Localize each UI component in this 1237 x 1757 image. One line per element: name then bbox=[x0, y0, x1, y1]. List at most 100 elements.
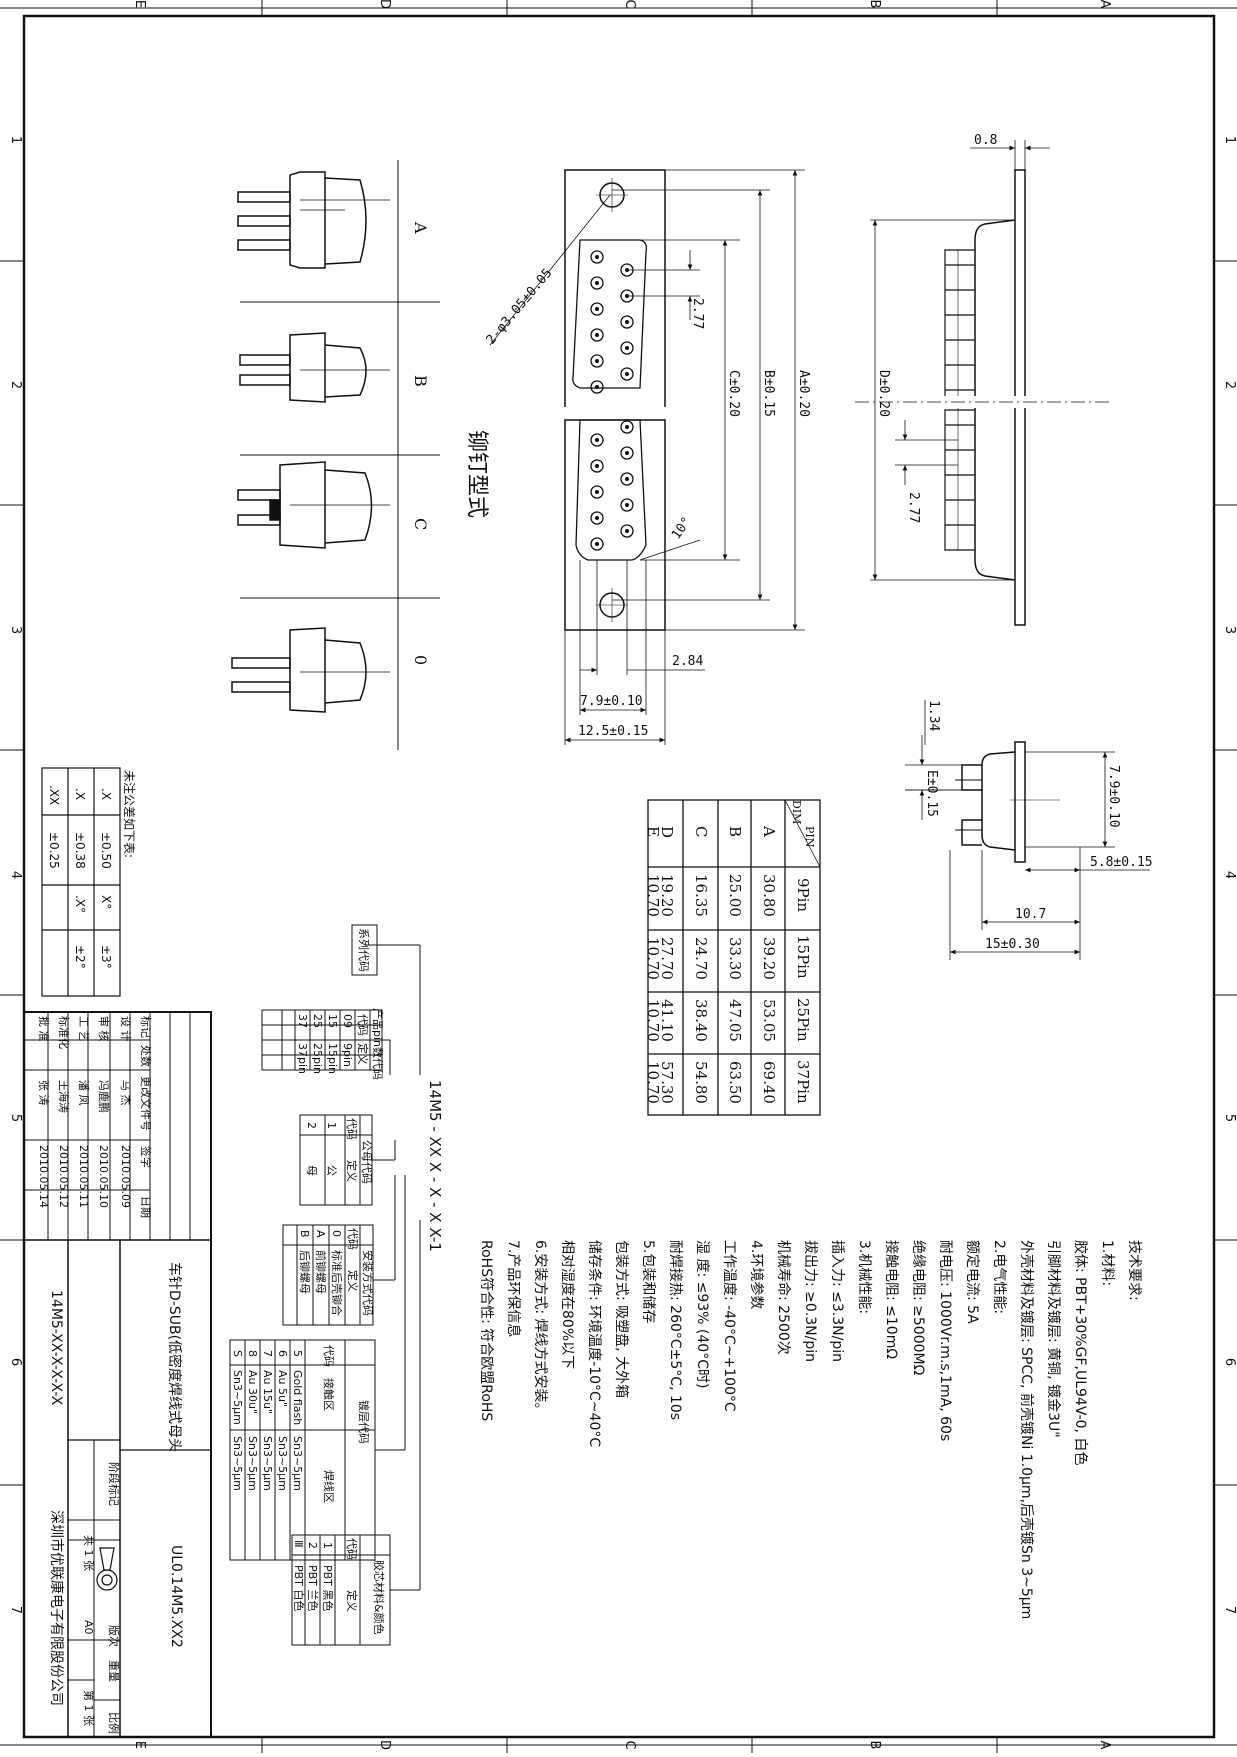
dim-table-cell: 24.70 bbox=[692, 937, 710, 980]
a-dimension: A±0.20 bbox=[796, 370, 811, 417]
pin-grid bbox=[590, 250, 634, 551]
style-label-a: A bbox=[411, 221, 430, 234]
plating-table-cell: Sn3~5μm bbox=[246, 1436, 259, 1491]
front-view bbox=[489, 169, 805, 745]
style-title: 铆钉型式 bbox=[464, 430, 489, 518]
pin-table-header: 代码 bbox=[356, 1014, 369, 1036]
b-dimension: B±0.15 bbox=[761, 370, 776, 417]
dim-table-row-label: C bbox=[692, 826, 710, 837]
zone-letter-bottom: C bbox=[622, 1740, 637, 1749]
plating-table-cell: 7 bbox=[261, 1350, 274, 1357]
dim-7-9: 7.9±0.10 bbox=[580, 694, 643, 709]
dim-table-cell: 10.70 bbox=[644, 937, 662, 980]
tolerance-cell: ±0.38 bbox=[73, 832, 87, 869]
tolerance-table: 未注公差如下表: .X ±0.50 X° ±3° .X ±0.38 .X° ±2… bbox=[41, 767, 137, 997]
tb-date: 2010.05.11 bbox=[77, 1145, 90, 1208]
tech-note-line: 1.材料: bbox=[1099, 1240, 1115, 1286]
zone-letter-bottom: A bbox=[1097, 1741, 1112, 1750]
mount-table-cell: A bbox=[314, 1230, 327, 1238]
style-variants bbox=[231, 160, 440, 750]
variant-a-drawing bbox=[237, 171, 390, 269]
revision-value: A0 bbox=[82, 1620, 95, 1635]
color-table-cell: 2 bbox=[306, 1542, 319, 1549]
tech-note-line: 拔出力: ≥0.3N/pin bbox=[802, 1240, 818, 1362]
plating-table-cell: 8 bbox=[246, 1350, 259, 1357]
tolerance-cell: ±0.25 bbox=[47, 832, 61, 869]
pin-table-cell: 25pin bbox=[311, 1043, 324, 1074]
plating-table-title: 镀层代码 bbox=[357, 1400, 371, 1444]
zone-number-right: 4 bbox=[1222, 871, 1237, 879]
tech-note-line: 工作温度: -40°C~+100°C bbox=[721, 1240, 737, 1412]
dim-table-corner-top: PIN bbox=[803, 826, 816, 848]
gender-table-cell: 1 bbox=[325, 1122, 338, 1129]
dim-table-cell: 39.20 bbox=[760, 937, 778, 980]
scale-label: 比例 bbox=[107, 1712, 121, 1734]
mount-table-title: 安装方式代码 bbox=[361, 1250, 375, 1316]
revision-label: 版次 bbox=[107, 1625, 121, 1647]
doc-code: UL0.14M5.XX2 bbox=[168, 1545, 184, 1648]
product-name: 车针D-SUB(低密度焊线式母头 bbox=[166, 1262, 183, 1452]
tolerance-cell: .XX bbox=[47, 785, 61, 805]
dim-table-cell: 54.80 bbox=[692, 1061, 710, 1104]
zone-letter-top: C bbox=[622, 0, 637, 9]
dim-table-col: 25Pin bbox=[794, 998, 812, 1042]
zone-letter-bottom: D bbox=[377, 1740, 392, 1750]
title-block: 标记 处数 更改文件号 签字 日期 设 计 马 杰 2010.05.09 审 核… bbox=[23, 1011, 212, 1738]
tb-role: 工 艺 bbox=[77, 1016, 90, 1042]
mount-table-header: 代码 bbox=[346, 1228, 359, 1250]
tech-note-line: 6.安装方式: 焊线方式安装。 bbox=[532, 1240, 548, 1417]
tolerance-cell: X° bbox=[99, 895, 113, 909]
color-table-header: 定义 bbox=[345, 1590, 359, 1612]
dim-table-row-label: D bbox=[658, 826, 676, 838]
code-tables-text: 系列代码 14M5 - XX X - X - X X-1 产品pin数代码 代码… bbox=[231, 928, 444, 1635]
d-dimension: D±0.20 bbox=[876, 370, 891, 417]
zone-letter-bottom: E bbox=[132, 1741, 147, 1749]
pin-table-cell: 25 bbox=[311, 1014, 324, 1028]
plating-table-cell: Sn3~5μm bbox=[276, 1436, 289, 1491]
mount-table-header: 定义 bbox=[346, 1270, 360, 1292]
gender-table-cell: 2 bbox=[305, 1122, 318, 1129]
pin-table-cell: 37pin bbox=[296, 1043, 309, 1074]
zone-number-right: 2 bbox=[1222, 381, 1237, 389]
dim-table-col: 15Pin bbox=[794, 935, 812, 979]
tech-note-line: 4.环境参数 bbox=[748, 1240, 765, 1309]
mount-table-cell: 0 bbox=[330, 1230, 343, 1237]
mount-table-cell: 标准后壳铆合 bbox=[330, 1250, 344, 1316]
tolerance-cell: .X bbox=[99, 788, 113, 800]
zone-number-right: 1 bbox=[1222, 136, 1237, 144]
tech-note-line: 胶体: PBT+30%GF,UL94V-0, 白色 bbox=[1072, 1240, 1089, 1465]
gender-table-header: 代码 bbox=[345, 1118, 358, 1140]
tech-note-line: 湿 度: ≤93% (40°C时) bbox=[694, 1240, 710, 1388]
dim-table-cell: 57.30 bbox=[658, 1061, 676, 1104]
dim-table-cell: 53.05 bbox=[760, 999, 778, 1042]
plating-table-cell: Sn3~5μm bbox=[231, 1436, 244, 1491]
tech-note-line: 耐焊接热: 260°C±5°C, 10s bbox=[667, 1240, 684, 1420]
tb-header: 签字 bbox=[139, 1146, 153, 1168]
tech-note-line: 外壳材料及镀层: SPCC, 前壳镀Ni 1.0μm,后壳镀Sn 3~5μm bbox=[1018, 1240, 1035, 1619]
tech-note-line: 包装方式: 吸塑盘, 大外箱 bbox=[613, 1240, 630, 1398]
e-dimension: E±0.15 bbox=[924, 770, 939, 817]
plating-table-header: 焊线区 bbox=[322, 1470, 336, 1503]
gender-table-header: 定义 bbox=[345, 1160, 359, 1182]
tech-note-line: 相对湿度在80%以下 bbox=[559, 1240, 575, 1369]
zone-number-right: 6 bbox=[1222, 1358, 1237, 1366]
pin-table-title: 产品pin数代码 bbox=[371, 1008, 385, 1080]
zone-number-left: 3 bbox=[8, 626, 23, 634]
tb-name: 冯鹿鹏 bbox=[97, 1080, 111, 1113]
dim-table-cell: 27.70 bbox=[658, 937, 676, 980]
dim-table-cell: 10.70 bbox=[644, 999, 662, 1042]
dim-table-cell: 10.70 bbox=[644, 874, 662, 917]
mount-table-cell: 前铆螺母 bbox=[314, 1250, 328, 1294]
tb-date: 2010.05.12 bbox=[57, 1145, 70, 1208]
tech-note-line: 3.机械性能: bbox=[856, 1240, 872, 1314]
tech-note-line: 储存条件: 环境温度-10°C~40°C bbox=[586, 1240, 603, 1447]
dim-2-84: 2.84 bbox=[672, 654, 703, 669]
dim-table-cell: 30.80 bbox=[760, 874, 778, 917]
part-code: 14M5 - XX X - X - X X-1 bbox=[426, 1080, 444, 1252]
zone-letter-top: A bbox=[1097, 0, 1112, 9]
zone-number-right: 3 bbox=[1222, 626, 1237, 634]
plating-table-cell: Gold flash bbox=[291, 1370, 304, 1425]
